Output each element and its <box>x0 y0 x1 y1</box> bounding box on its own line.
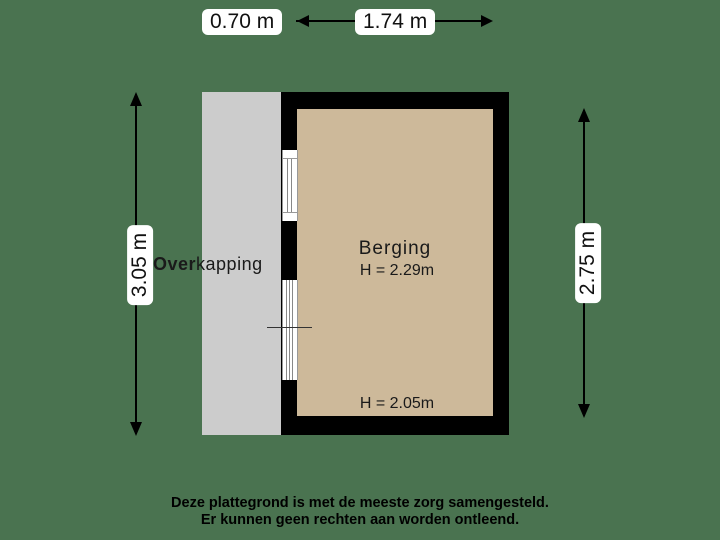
overkapping-label-rest: kapping <box>196 254 263 274</box>
berging-height-main: H = 2.29m <box>359 262 435 279</box>
overkapping-label: Overkapping <box>153 254 263 275</box>
arrow-up-icon <box>130 92 142 106</box>
overkapping-label-bold: Over <box>153 254 197 274</box>
window-lower <box>282 280 298 380</box>
dimension-label-top-right: 1.74 m <box>355 9 436 35</box>
berging-floor <box>297 109 493 416</box>
berging-height-low: H = 2.05m <box>359 395 435 412</box>
door-marker-line <box>267 327 312 328</box>
berging-name: Berging <box>358 238 432 259</box>
arrow-down-icon <box>130 422 142 436</box>
arrow-right-icon <box>481 15 493 27</box>
arrow-up-icon <box>578 108 590 122</box>
disclaimer-line-1: Deze plattegrond is met de meeste zorg s… <box>171 495 549 511</box>
dimension-label-top-left: 0.70 m <box>202 9 283 35</box>
window-upper <box>282 150 298 221</box>
arrow-left-icon <box>297 15 309 27</box>
dimension-label-left: 3.05 m <box>127 224 154 306</box>
overkapping-area <box>202 92 281 435</box>
arrow-down-icon <box>578 404 590 418</box>
disclaimer-line-2: Er kunnen geen rechten aan worden ontlee… <box>200 512 520 528</box>
dimension-label-right: 2.75 m <box>575 222 602 304</box>
